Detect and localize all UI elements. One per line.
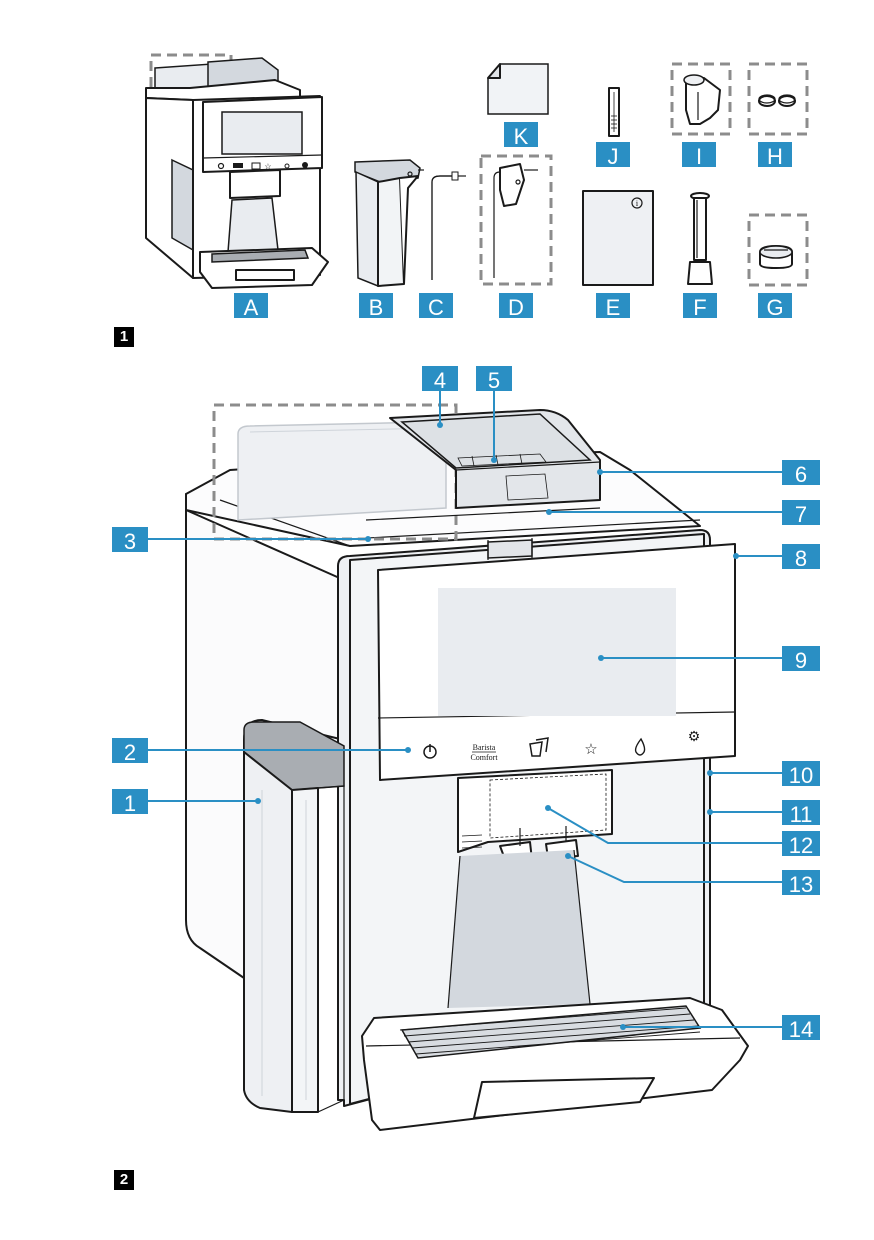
accessory-E-manual: i [582,190,654,286]
svg-text:7: 7 [795,502,807,527]
comfort-label: Comfort [470,753,498,762]
label-H: H [758,142,792,169]
barista-label: Barista [473,743,496,752]
svg-text:12: 12 [789,833,813,858]
callout-3: 3 [112,527,148,554]
svg-text:10: 10 [789,763,813,788]
drop-button[interactable] [634,737,646,756]
svg-text:H: H [767,144,783,169]
callout-8: 8 [782,544,820,571]
svg-text:5: 5 [488,368,500,393]
svg-text:14: 14 [789,1017,813,1042]
accessory-C-milk-tube [431,171,466,280]
callout-6: 6 [782,460,820,487]
milk-container-large [243,721,345,1113]
label-J: J [596,142,630,169]
label-I: I [682,142,716,169]
label-G: G [758,293,792,320]
drip-tray [361,997,749,1131]
accessory-J-test-strip [608,87,620,137]
label-E: E [596,293,630,320]
svg-text:13: 13 [789,872,813,897]
callout-14: 14 [782,1015,820,1042]
callout-4: 4 [422,366,458,393]
barista-comfort-button[interactable]: Barista Comfort [470,743,498,762]
label-A: A [234,293,268,320]
svg-text:3: 3 [124,529,136,554]
svg-text:A: A [244,295,259,320]
svg-text:E: E [606,295,621,320]
callout-13: 13 [782,870,820,897]
svg-text:B: B [369,295,384,320]
label-D: D [499,293,533,320]
svg-text:8: 8 [795,546,807,571]
callout-2: 2 [112,738,148,765]
callout-9: 9 [782,646,820,673]
svg-text:4: 4 [434,368,446,393]
control-panel: Barista Comfort ☆ ⚙ [423,728,701,762]
accessory-F-spoon [687,192,713,285]
figure-2-number: 2 [114,1170,134,1190]
svg-text:2: 2 [124,740,136,765]
svg-text:F: F [693,295,706,320]
svg-text:11: 11 [790,802,813,827]
svg-text:C: C [428,295,444,320]
power-button[interactable] [423,744,437,759]
callout-7: 7 [782,500,820,527]
accessory-I-water-filter [670,62,732,136]
callout-12: 12 [782,831,820,858]
svg-text:D: D [508,295,524,320]
accessory-A-machine: ☆ [145,53,329,289]
accessory-D-milk-tube-adapter [479,154,553,286]
svg-text:9: 9 [795,648,807,673]
label-C: C [419,293,453,320]
coffee-dispenser [447,769,613,1009]
label-F: F [683,293,717,320]
label-B: B [359,293,393,320]
accessory-K-cloth [487,63,549,115]
figure-1-number: 1 [114,327,134,347]
cups-button[interactable] [529,737,549,757]
svg-text:1: 1 [124,791,136,816]
bean-container-group [212,403,601,541]
svg-text:K: K [514,124,529,149]
svg-text:i: i [636,199,639,208]
callout-5: 5 [476,366,512,393]
svg-text:☆: ☆ [264,162,271,171]
svg-text:J: J [608,144,619,169]
figure1-labels: A B C D E F G H I J K [234,122,792,320]
callout-1: 1 [112,789,148,816]
svg-text:I: I [696,144,702,169]
label-K: K [504,122,538,149]
figure2-labels: 1 2 3 4 5 6 7 8 9 10 11 12 13 14 [112,366,820,1042]
callout-11: 11 [782,800,820,827]
callout-10: 10 [782,761,820,788]
callout-leaders [148,391,782,1030]
accessory-H-tablets [747,62,809,136]
accessory-G-container [747,213,809,287]
svg-text:G: G [766,295,783,320]
settings-button[interactable]: ⚙ [688,728,701,744]
svg-text:6: 6 [795,462,807,487]
accessory-B-milk-container [354,159,424,288]
star-button[interactable]: ☆ [584,741,597,758]
display-panel [377,543,736,781]
